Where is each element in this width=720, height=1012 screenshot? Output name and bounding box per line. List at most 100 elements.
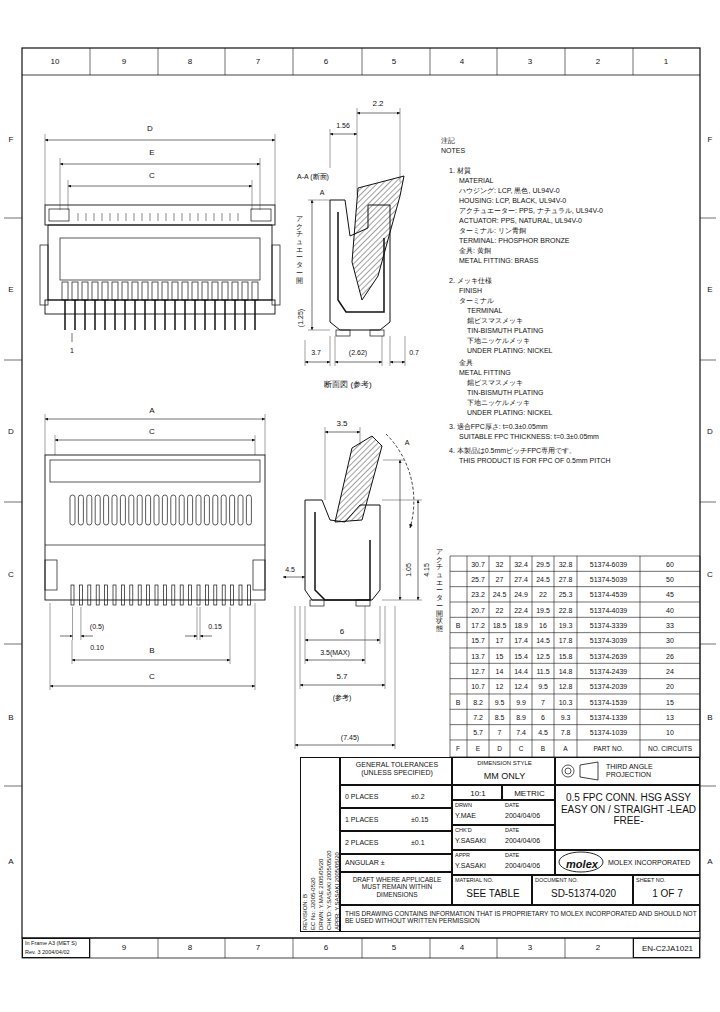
title-block-text: THIS DRAWING CONTAINS INFORMATION THAT I…	[345, 910, 697, 925]
table-cell: 15.7	[470, 637, 486, 644]
drawing-line	[60, 636, 73, 637]
dimension-label: 1	[69, 347, 75, 354]
table-cell: 10	[665, 729, 675, 736]
drawing-line	[150, 213, 151, 221]
dimension-line	[390, 362, 405, 363]
note-text: METAL FITTING: BRASS	[458, 257, 539, 264]
table-cell: 18.5	[492, 621, 508, 628]
drawing-line	[450, 739, 700, 740]
terminal-leg	[134, 300, 136, 330]
table-cell: 14.5	[535, 637, 551, 644]
extension-line	[385, 606, 386, 689]
terminal-leg	[254, 300, 256, 330]
drawing-line	[700, 644, 716, 645]
drawing-line	[293, 48, 294, 75]
note-text: MATERIAL	[458, 177, 495, 184]
drawing-line	[4, 644, 22, 645]
scale-cell: 10:1	[452, 785, 502, 800]
drawing-rect	[251, 209, 271, 221]
actuator-section	[352, 176, 404, 300]
dimension-line	[357, 113, 400, 114]
title-block-text: DRAFT WHERE APPLICABLE MUST REMAIN WITHI…	[344, 876, 450, 898]
title-block-text: 2004/04/06	[505, 837, 554, 845]
table-cell: 22.4	[513, 606, 529, 613]
table-cell: 14.8	[558, 667, 574, 674]
title-block-text: SD-51374-020	[535, 888, 632, 900]
zone-letter: E	[706, 286, 713, 294]
dimension-label: (0.5)	[89, 623, 105, 630]
extension-line	[265, 414, 266, 455]
dimension-label: アクチュエーター開状態	[436, 548, 443, 633]
drawing-line	[450, 709, 700, 710]
dimension-label: B	[148, 647, 155, 655]
approval-row: DRWNDATEY.MAE2004/04/06	[452, 800, 555, 825]
table-cell: 12.4	[513, 683, 529, 690]
fpc-slot	[154, 495, 159, 525]
drawing-line	[225, 938, 226, 958]
dimension-label: C	[148, 673, 156, 681]
dimension-line	[68, 186, 252, 187]
dimension-line	[325, 432, 360, 433]
title-block-text: CHK'D: Y.SASAKI 2005/05/20	[326, 762, 333, 930]
table-cell: 30	[665, 637, 675, 644]
extension-line	[360, 427, 361, 445]
angular-tolerance: ANGULAR ±	[340, 854, 452, 872]
dimension-line	[72, 660, 230, 661]
terminal	[147, 585, 150, 605]
dimension-label: C	[148, 428, 156, 436]
terminal-leg	[184, 300, 186, 330]
drawing-line	[700, 502, 716, 503]
drawing-rect	[48, 225, 272, 300]
note-text: HOUSING: LCP, BLACK, UL94V-0	[458, 197, 567, 204]
table-cell: 51374-4539	[589, 591, 628, 598]
drawing-line	[430, 938, 431, 958]
terminal-leg	[124, 300, 126, 330]
dimension-label: A	[319, 189, 326, 196]
extension-line	[45, 134, 46, 205]
terminal	[105, 585, 108, 605]
fpc-slot	[230, 495, 235, 525]
title-block-text: GENERAL TOLERANCES (UNLESS SPECIFIED)	[344, 761, 450, 777]
terminal	[202, 282, 208, 300]
title-block-text: 10:1	[455, 789, 501, 798]
title-block-text: Rev. 3 2004/04/02	[25, 949, 89, 955]
table-cell: 19.3	[558, 621, 574, 628]
dimension-line	[45, 419, 265, 420]
drawing-rect	[356, 600, 370, 606]
fpc-slot	[238, 495, 243, 525]
table-cell: 16	[538, 621, 548, 628]
terminal	[163, 585, 166, 605]
drawing-geometry	[4, 48, 716, 958]
title-block-text: REVISION: B	[302, 762, 309, 930]
table-cell: 9.3	[560, 713, 572, 720]
dimension-label: 断面図 (参考)	[323, 381, 373, 389]
dimension-label: A-A (断面)	[296, 173, 330, 180]
drawing-line	[230, 213, 231, 221]
table-cell: 15	[665, 698, 675, 705]
tolerance-row: 0 PLACES±0.2	[340, 785, 452, 808]
note-text: TIN-BISMUTH PLATING	[466, 327, 544, 334]
zone-number: 1	[663, 58, 669, 66]
terminal	[212, 282, 218, 300]
terminal	[132, 282, 138, 300]
drawing-rect	[50, 460, 260, 482]
terminal-leg	[94, 300, 96, 330]
title-block-text: DOCUMENT NO.	[535, 877, 632, 883]
table-cell: 17	[495, 637, 505, 644]
dimension-label: (2.62)	[348, 349, 368, 356]
zone-number: 3	[527, 944, 533, 952]
revision-marker: B	[455, 621, 462, 628]
table-cell: 30.7	[470, 560, 486, 567]
terminal	[113, 585, 116, 605]
title-block-text: In Frame A3 (MET S)	[25, 940, 89, 946]
drawing-rect	[40, 245, 48, 305]
dimension-line	[330, 134, 357, 135]
extension-line	[305, 606, 306, 664]
terminal	[112, 282, 118, 300]
projection-cell: THIRD ANGLE PROJECTION	[555, 757, 700, 785]
table-header: B	[540, 745, 546, 752]
table-cell: 27.8	[558, 575, 574, 582]
fpc-slot	[70, 495, 75, 525]
terminal	[72, 282, 78, 300]
